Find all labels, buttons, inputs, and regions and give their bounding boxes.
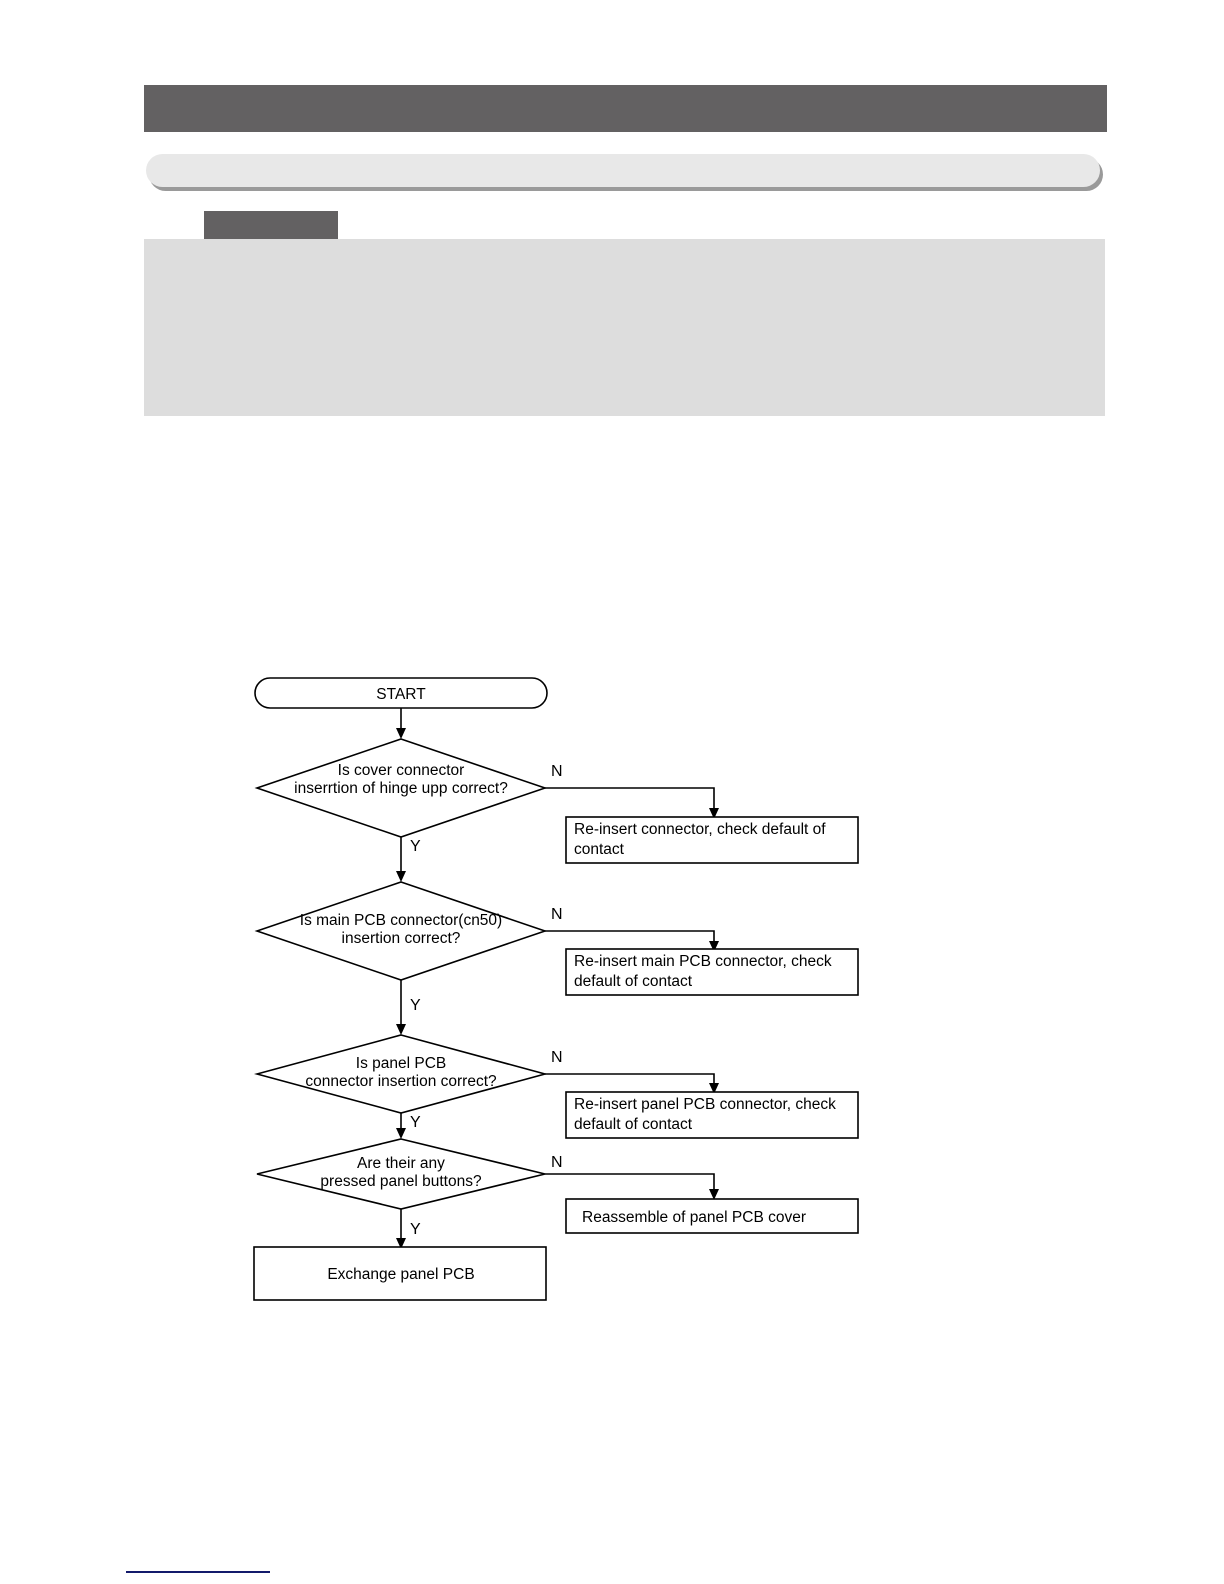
action-3-line2: default of contact (574, 1116, 693, 1133)
flow-node-action-reinsert-panel-pcb-connector: Re-insert panel PCB connector, check def… (565, 1091, 859, 1139)
connector-start-to-decision-1 (396, 708, 406, 739)
decision-2-line1: Is main PCB connector(cn50) (300, 912, 502, 929)
action-2-line2: default of contact (574, 973, 693, 990)
action-2-shape (565, 948, 859, 996)
connector-decision-3-no: N (545, 1049, 719, 1094)
flow-node-decision-pressed-panel-buttons: Are their any pressed panel buttons? (256, 1138, 546, 1210)
arrowhead-icon (396, 1024, 406, 1035)
action-1-line1: Re-insert connector, check default of (574, 821, 826, 838)
terminal-shape (253, 1246, 547, 1301)
decision-4-line2: pressed panel buttons? (320, 1173, 482, 1190)
connector-decision-2-no: N (545, 906, 719, 952)
section-body-panel (144, 239, 1105, 416)
action-4-shape (565, 1198, 859, 1234)
decision-2-yes-label: Y (410, 997, 421, 1014)
arrowhead-icon (396, 871, 406, 882)
decision-1-no-label: N (551, 763, 563, 780)
flow-node-start: START (254, 677, 548, 709)
connector-decision-1-yes: Y (396, 837, 421, 882)
flow-node-decision-cover-connector: Is cover connector inserrtion of hinge u… (254, 738, 548, 838)
connector-decision-3-yes: Y (396, 1113, 421, 1139)
decision-4-yes-label: Y (410, 1221, 421, 1238)
flow-node-decision-main-pcb-connector: Is main PCB connector(cn50) insertion co… (254, 881, 548, 981)
arrowhead-icon (396, 1238, 406, 1249)
connector-decision-1-no: N (545, 763, 719, 819)
decision-4-line1: Are their any (357, 1155, 445, 1172)
decision-1-yes-label: Y (410, 838, 421, 855)
arrowhead-icon (396, 728, 406, 739)
connector-decision-4-no: N (545, 1154, 719, 1200)
page-subheader-bar (146, 154, 1100, 187)
arrowhead-icon (709, 1189, 719, 1200)
terminal-label: Exchange panel PCB (327, 1266, 474, 1283)
decision-4-no-label: N (551, 1154, 563, 1171)
decision-3-line1: Is panel PCB (356, 1055, 446, 1072)
decision-3-no-label: N (551, 1049, 563, 1066)
action-3-shape (565, 1091, 859, 1139)
footer-rule (126, 1571, 270, 1573)
action-1-shape (565, 816, 859, 864)
arrowhead-icon (709, 1083, 719, 1094)
decision-1-line1: Is cover connector (338, 762, 465, 779)
flow-node-action-reassemble-panel-pcb-cover: Reassemble of panel PCB cover (565, 1198, 859, 1234)
connector-decision-4-yes: Y (396, 1209, 421, 1249)
decision-3-yes-label: Y (410, 1114, 421, 1131)
action-1-line2: contact (574, 841, 625, 858)
arrowhead-icon (396, 1128, 406, 1139)
decision-2-line2: insertion correct? (342, 930, 461, 947)
action-2-line1: Re-insert main PCB connector, check (574, 953, 832, 970)
start-label: START (376, 686, 426, 703)
flow-node-action-reinsert-main-pcb-connector: Re-insert main PCB connector, check defa… (565, 948, 859, 996)
decision-3-line2: connector insertion correct? (305, 1073, 497, 1090)
flow-node-terminal-exchange-panel-pcb: Exchange panel PCB (253, 1246, 547, 1301)
section-tab (204, 211, 338, 239)
action-4-line1: Reassemble of panel PCB cover (582, 1209, 806, 1226)
decision-2-no-label: N (551, 906, 563, 923)
flow-node-action-reinsert-connector: Re-insert connector, check default of co… (565, 816, 859, 864)
connector-decision-2-yes: Y (396, 980, 421, 1035)
action-3-line1: Re-insert panel PCB connector, check (574, 1096, 836, 1113)
arrowhead-icon (709, 808, 719, 819)
flow-node-decision-panel-pcb-connector: Is panel PCB connector insertion correct… (253, 1034, 549, 1114)
arrowhead-icon (709, 941, 719, 952)
page-header-bar (144, 85, 1107, 132)
decision-1-line2: inserrtion of hinge upp correct? (294, 780, 508, 797)
